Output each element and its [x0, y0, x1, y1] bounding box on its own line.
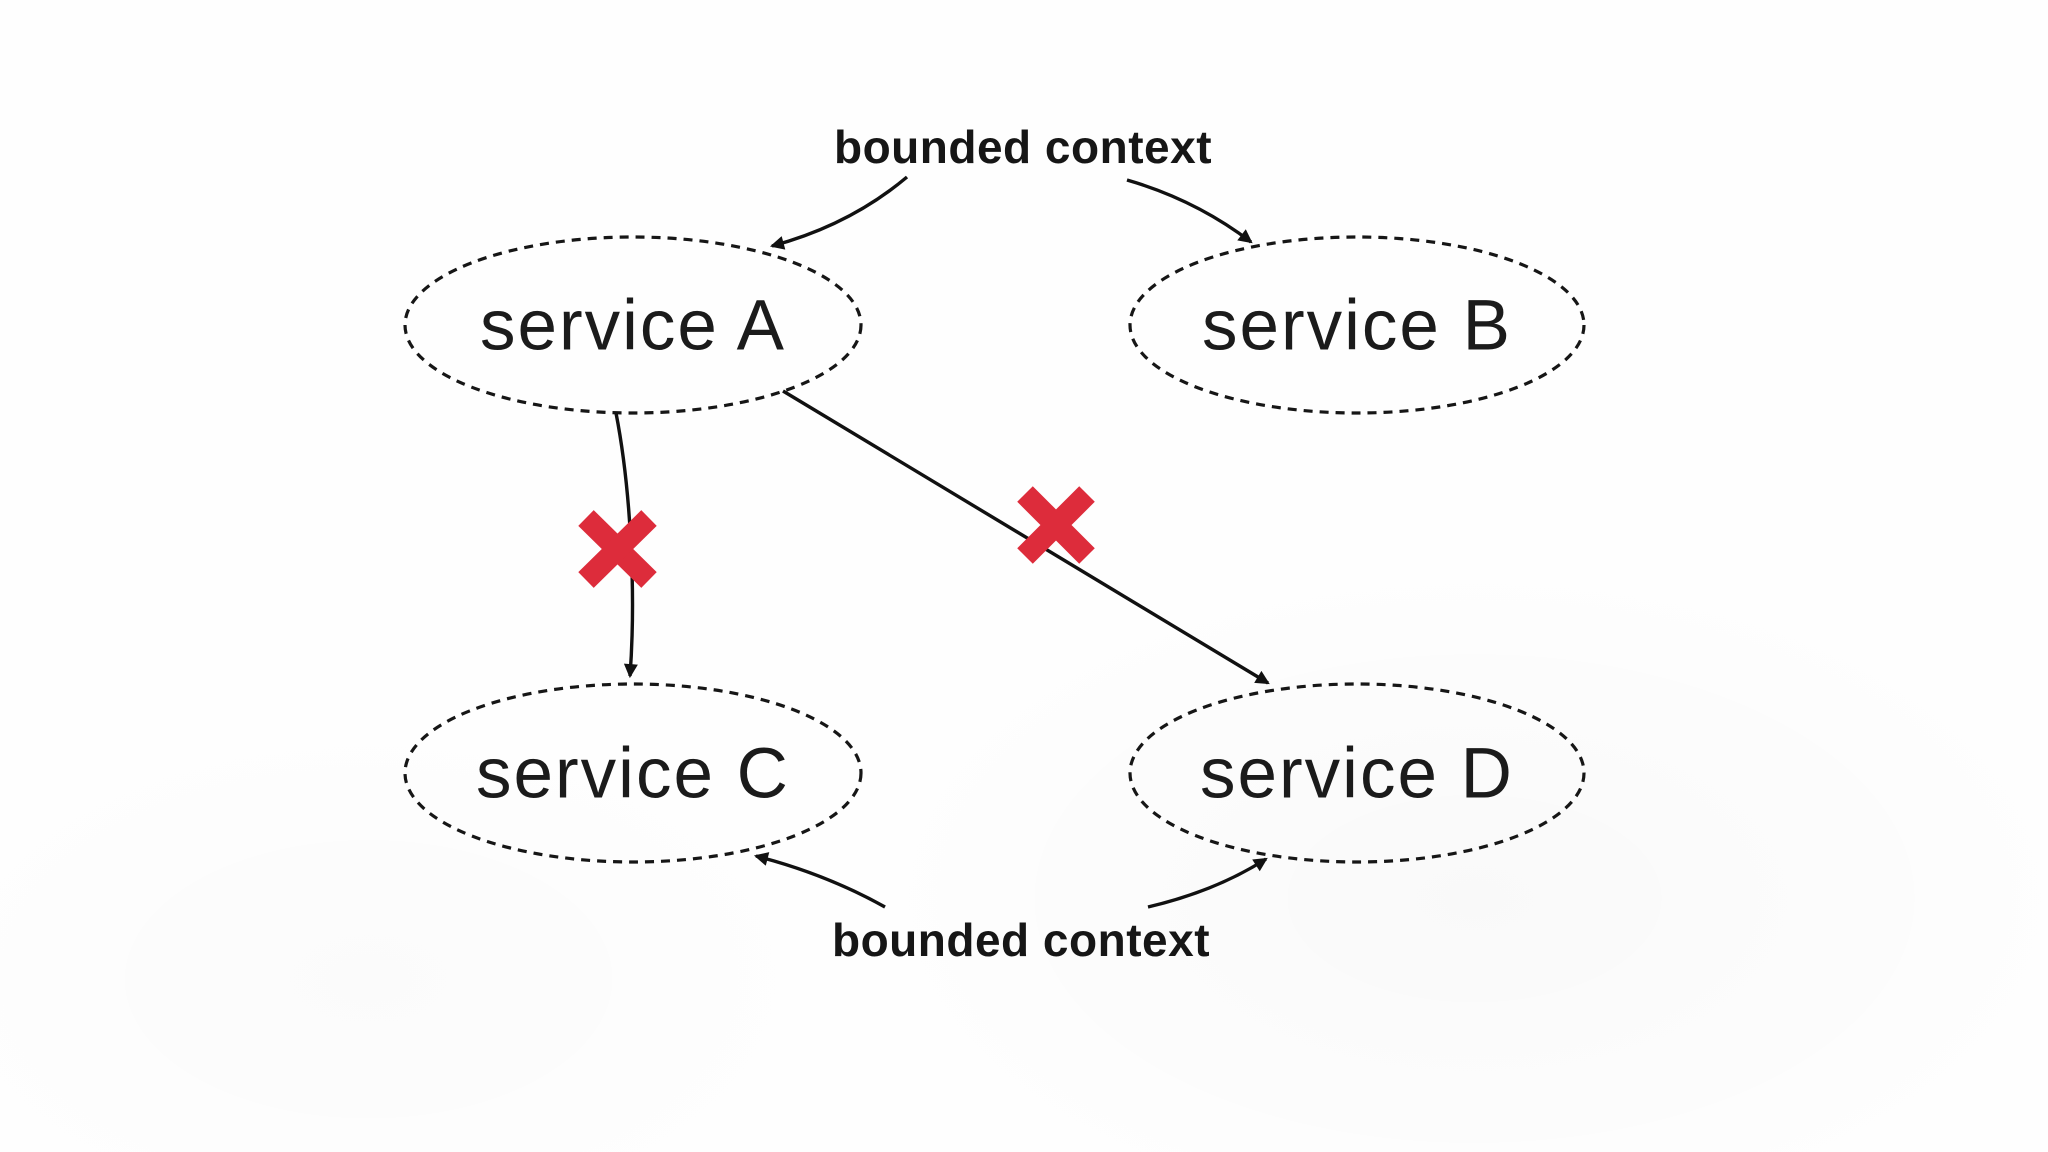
service-a-ellipse	[403, 235, 863, 415]
arrow-top-label-to-service-b	[1126, 178, 1253, 244]
service-a-label: service A	[479, 286, 787, 366]
service-c-label: service C	[476, 734, 790, 814]
arrow-bottom-label-to-service-c	[753, 852, 886, 909]
service-b-ellipse	[1128, 235, 1586, 415]
arrow-service-a-to-service-d	[782, 389, 1270, 685]
service-b-label: service B	[1202, 286, 1512, 366]
arrow-bottom-label-to-service-d	[1147, 857, 1268, 909]
blocked-x-icon-left	[578, 510, 657, 588]
service-c-ellipse	[403, 682, 863, 864]
service-d-label: service D	[1200, 734, 1514, 814]
service-d-ellipse	[1128, 682, 1586, 864]
bounded-context-label-bottom: bounded context	[831, 914, 1211, 966]
blocked-x-icon-right	[1017, 486, 1095, 564]
bounded-context-label-top: bounded context	[833, 121, 1213, 173]
arrow-top-label-to-service-a	[769, 175, 909, 250]
